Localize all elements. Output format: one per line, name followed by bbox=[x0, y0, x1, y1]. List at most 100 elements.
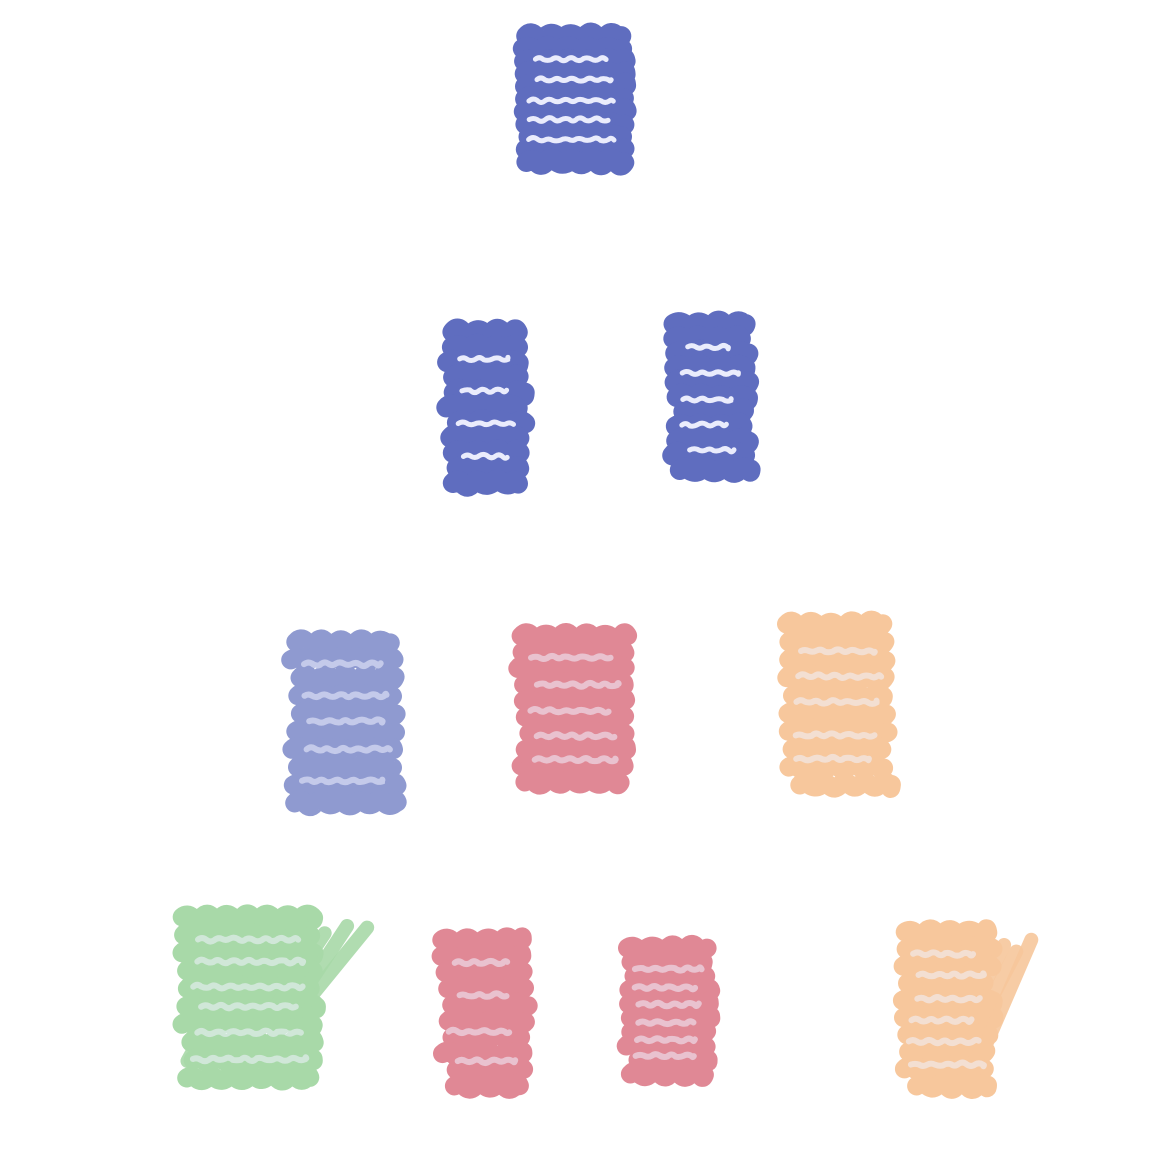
scribble-stroke bbox=[433, 1041, 533, 1067]
scribble-stroke bbox=[621, 1018, 717, 1045]
scribble-stroke bbox=[511, 752, 634, 779]
scribble-highlight bbox=[454, 1056, 519, 1066]
scribble-block-level4-4 bbox=[892, 919, 1039, 1099]
scribble-block-level4-2 bbox=[431, 927, 538, 1099]
scribble-highlight bbox=[631, 983, 699, 993]
scribble-stroke bbox=[513, 688, 636, 714]
scribble-stroke bbox=[438, 1008, 535, 1034]
scribble-highlight bbox=[793, 697, 880, 707]
scribble-highlight bbox=[531, 755, 619, 765]
scribble-highlight bbox=[915, 970, 987, 980]
scribble-highlight bbox=[459, 386, 510, 396]
scribble-stroke bbox=[783, 682, 893, 709]
scribble-stroke bbox=[666, 427, 759, 454]
scribble-highlight bbox=[527, 705, 612, 716]
scribble-highlight bbox=[685, 343, 731, 352]
scribble-stroke bbox=[624, 964, 716, 989]
scribble-highlight bbox=[679, 420, 729, 429]
scribble-highlight bbox=[301, 690, 390, 701]
scribble-stroke bbox=[435, 959, 533, 985]
scribble-stroke bbox=[516, 148, 635, 176]
scribble-stroke bbox=[177, 1065, 320, 1091]
scribble-highlight bbox=[635, 1018, 697, 1028]
scribble-diagonal-stroke bbox=[269, 919, 355, 1042]
scribble-stroke bbox=[512, 35, 633, 63]
scribble-stroke bbox=[621, 949, 713, 975]
scribble-highlight bbox=[914, 994, 983, 1004]
scribble-highlight bbox=[528, 652, 614, 662]
scribble-block-level3-1 bbox=[281, 629, 407, 817]
scribble-stroke bbox=[907, 1073, 997, 1099]
scribble-stroke bbox=[515, 736, 636, 763]
scribble-highlight bbox=[534, 75, 614, 84]
scribble-stroke bbox=[286, 719, 405, 744]
scribble-highlight bbox=[306, 716, 386, 726]
scribble-highlight bbox=[907, 1059, 987, 1070]
scribble-highlight bbox=[198, 1001, 299, 1012]
scribble-highlight bbox=[526, 96, 616, 105]
scribble-highlight bbox=[526, 115, 611, 124]
scribble-stroke bbox=[283, 772, 407, 799]
scribble-stroke bbox=[290, 665, 405, 691]
scribble-block-level3-3 bbox=[777, 610, 901, 798]
scribble-block-level3-2 bbox=[508, 623, 638, 795]
scribble-stroke bbox=[618, 934, 717, 961]
scribble-diagonal-stroke bbox=[519, 640, 594, 765]
scribble-highlight bbox=[632, 1051, 697, 1061]
scribble-highlight bbox=[532, 55, 609, 64]
scribble-highlight bbox=[456, 990, 510, 1000]
scribble-stroke bbox=[290, 700, 406, 727]
scribble-highlight bbox=[635, 999, 702, 1010]
scribble-highlight bbox=[445, 1026, 513, 1037]
scribble-block-level4-3 bbox=[616, 934, 721, 1087]
scribble-highlight bbox=[533, 679, 622, 690]
scribble-stroke bbox=[777, 610, 893, 637]
scribble-highlight bbox=[189, 1054, 310, 1065]
scribble-highlight bbox=[301, 659, 384, 669]
scribble-highlight bbox=[680, 395, 734, 404]
scribble-stroke bbox=[441, 333, 528, 361]
scribble-stroke bbox=[443, 364, 529, 390]
scribble-block-level2-2 bbox=[662, 310, 761, 483]
scribble-stroke bbox=[286, 629, 400, 655]
scribble-stroke bbox=[515, 769, 630, 795]
scribble-highlight bbox=[798, 646, 878, 656]
scribble-block-level1-1 bbox=[512, 22, 637, 176]
scribble-stroke bbox=[446, 454, 530, 481]
scribble-stroke bbox=[442, 992, 538, 1019]
scribble-stroke bbox=[673, 398, 754, 425]
scribble-highlight bbox=[910, 949, 977, 959]
scribble-diagonal-stroke bbox=[909, 942, 977, 1036]
scribble-stroke bbox=[436, 394, 528, 421]
scribble-highlight bbox=[793, 754, 872, 764]
scribble-stroke bbox=[779, 646, 896, 673]
scribble-highlight bbox=[190, 981, 306, 992]
scribble-block-level2-1 bbox=[436, 318, 536, 497]
scribble-highlight bbox=[299, 776, 386, 786]
scribble-stroke bbox=[779, 629, 895, 656]
scribble-stroke bbox=[778, 701, 896, 727]
scribble-stroke bbox=[431, 943, 532, 970]
scribble-stroke bbox=[444, 1073, 529, 1099]
scribble-stroke bbox=[663, 310, 756, 338]
scribble-stroke bbox=[779, 754, 894, 780]
scribble-stroke bbox=[514, 60, 636, 88]
scribble-highlight bbox=[795, 671, 885, 681]
scribble-stroke bbox=[432, 927, 532, 953]
scribble-stroke bbox=[619, 990, 719, 1017]
scribble-highlight bbox=[679, 369, 741, 377]
scribble-stroke bbox=[895, 919, 998, 945]
scribble-highlight bbox=[526, 135, 617, 144]
scribble-diagonal-stroke bbox=[957, 944, 1024, 1059]
scribble-highlight bbox=[194, 956, 307, 967]
scribble-stroke bbox=[515, 72, 637, 100]
scribble-stroke bbox=[440, 424, 530, 451]
scribble-stroke bbox=[446, 1057, 534, 1083]
scribble-block-level4-1 bbox=[172, 904, 375, 1091]
scribble-highlight bbox=[457, 354, 511, 363]
scribble-stroke bbox=[782, 736, 892, 762]
scribble-highlight bbox=[631, 964, 705, 974]
scribble-stroke bbox=[442, 1024, 531, 1050]
scribble-stroke bbox=[790, 772, 901, 798]
